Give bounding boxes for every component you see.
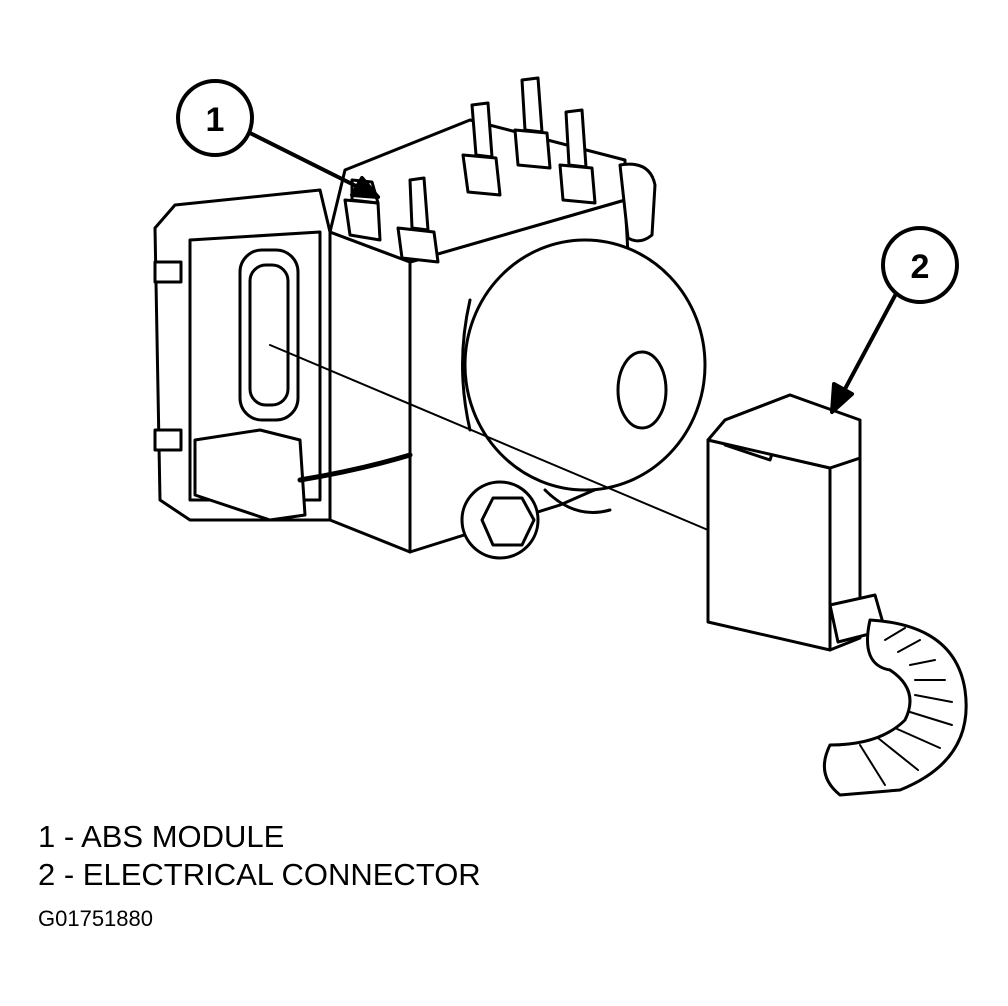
callout-1-circle (176, 79, 254, 157)
harness-ribs (859, 627, 953, 786)
callout-1-number: 1 (206, 101, 225, 139)
motor-end-cap (616, 350, 668, 430)
ecu-tab-top (153, 260, 183, 284)
hcu-block-front-face (328, 230, 412, 554)
legend: 1 - ABS MODULE 2 - ELECTRICAL CONNECTOR (38, 818, 481, 894)
callout-2-leader (836, 288, 900, 404)
callout-1: 1 (176, 79, 254, 157)
callout-1-leader (238, 126, 380, 199)
mounting-bolt-head (480, 496, 536, 547)
callout-leaders (238, 126, 900, 414)
connector-body (706, 438, 832, 652)
motor-harness-connector (193, 428, 307, 522)
lower-mount (543, 488, 612, 514)
pump-motor-body (461, 298, 472, 432)
ecu-tab-bottom (153, 428, 183, 452)
alignment-line (269, 344, 709, 531)
callout-2: 2 (881, 226, 959, 304)
motor-rear-fitting (618, 162, 657, 243)
figure-id: G01751880 (38, 906, 153, 931)
electrical-connector (706, 393, 968, 797)
legend-item-electrical-connector: 2 - ELECTRICAL CONNECTOR (38, 857, 481, 892)
callout-2-arrowhead (830, 382, 854, 414)
pump-motor (463, 238, 707, 492)
abs-module (153, 76, 707, 560)
motor-harness-wire (297, 452, 413, 483)
callout-1-arrowhead (350, 176, 380, 199)
callout-2-circle (881, 226, 959, 304)
legend-item-abs-module: 1 - ABS MODULE (38, 819, 285, 854)
brake-line-fittings (343, 76, 597, 264)
connector-corrugated-harness (822, 618, 968, 797)
callout-2-number: 2 (911, 248, 930, 286)
connector-top (706, 393, 862, 470)
ecu-port-inner (248, 263, 290, 407)
